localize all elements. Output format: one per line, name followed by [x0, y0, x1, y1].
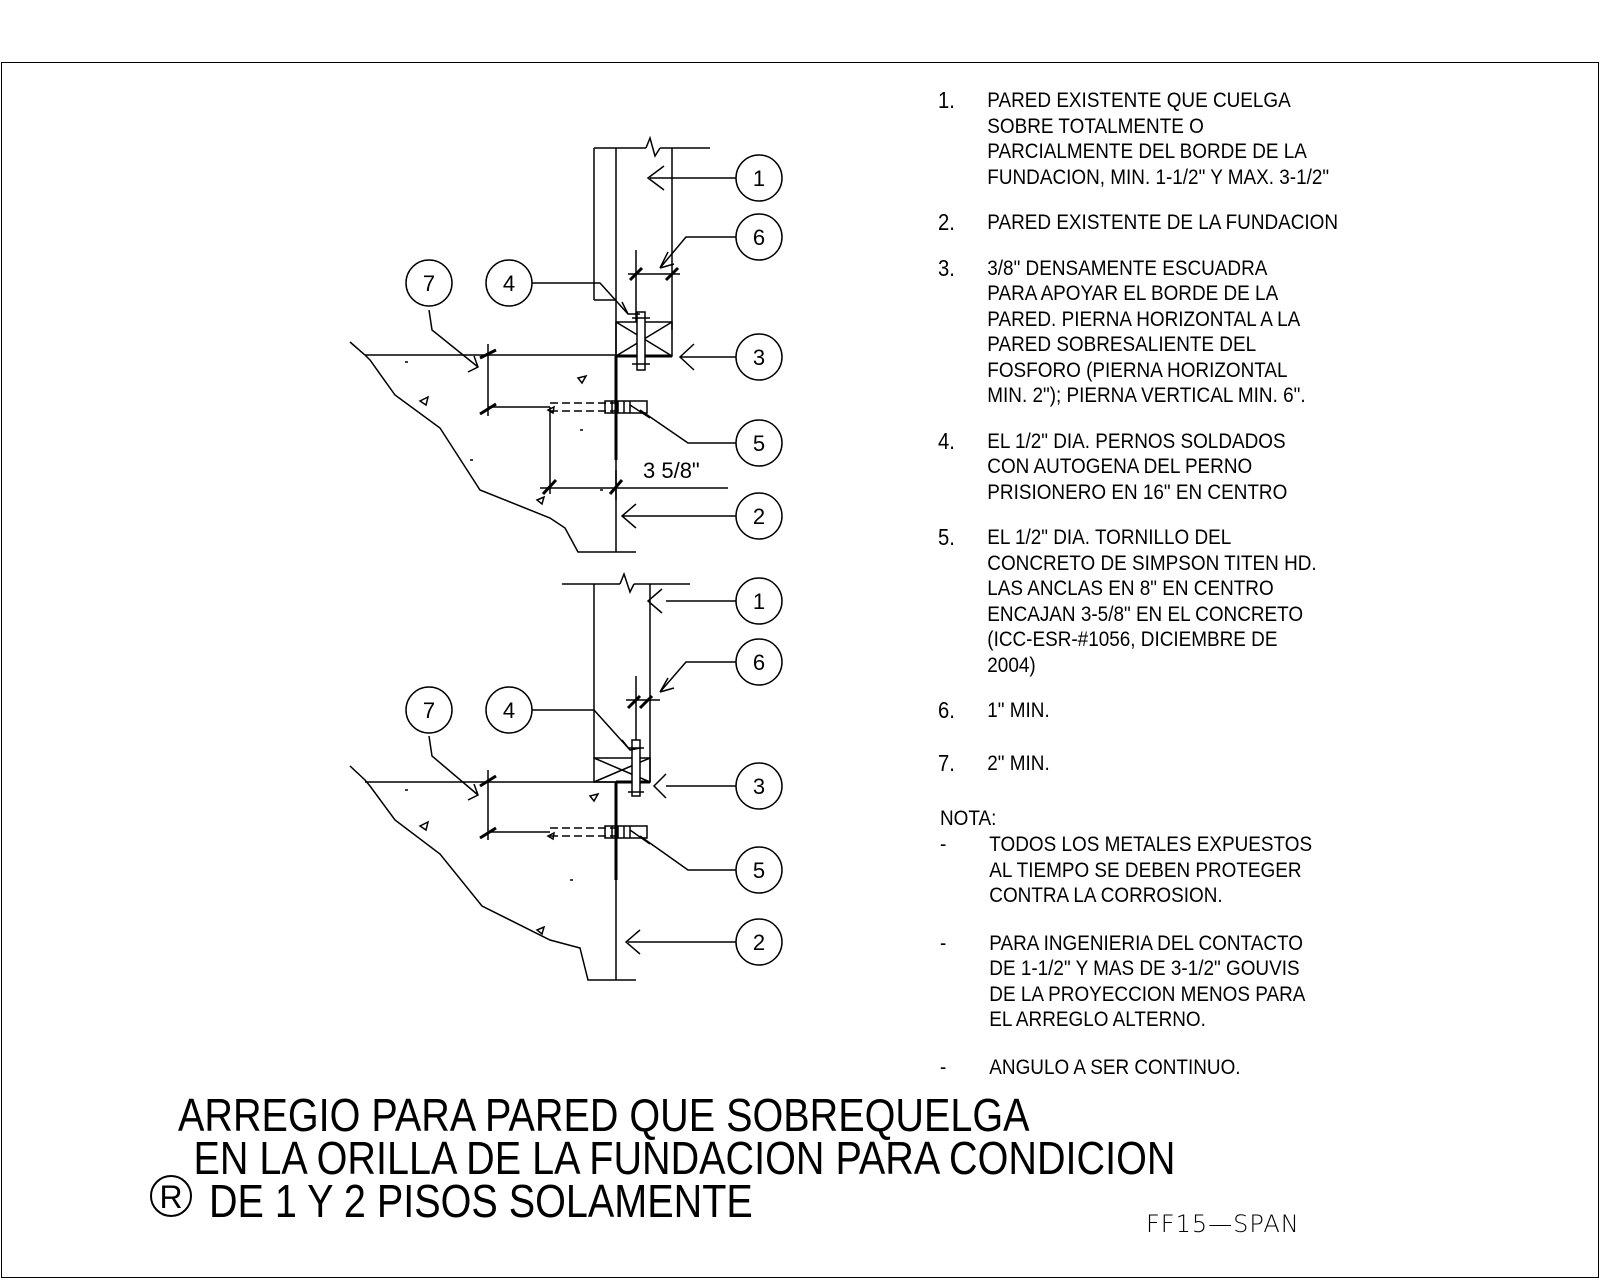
callout-5-lower: 5 [753, 858, 765, 883]
callout-7-lower: 7 [423, 698, 435, 723]
drawing-id: FF15—SPAN [1146, 1210, 1300, 1238]
nota-item: - PARA INGENIERIA DEL CONTACTO DE 1-1/2"… [940, 931, 1486, 1033]
nota-text: PARA INGENIERIA DEL CONTACTO DE 1-1/2" Y… [989, 930, 1306, 1032]
sheet-border [1, 62, 1599, 1278]
title-line-3: DE 1 Y 2 PISOS SOLAMENTE [208, 1175, 753, 1227]
nota-item: - ANGULO A SER CONTINUO. [940, 1055, 1486, 1081]
callout-2-upper: 2 [753, 504, 765, 529]
nota-dash: - [940, 930, 947, 955]
note-text: EL 1/2" DIA. TORNILLO DEL CONCRETO DE SI… [987, 525, 1317, 677]
callout-6-lower: 6 [753, 650, 765, 675]
note-2: 2. PARED EXISTENTE DE LA FUNDACION [938, 209, 1501, 236]
note-number: 2. [938, 209, 955, 235]
note-text: 3/8" DENSAMENTE ESCUADRA PARA APOYAR EL … [987, 255, 1306, 408]
notes-list: 1. PARED EXISTENTE QUE CUELGA SOBRE TOTA… [938, 87, 1501, 777]
note-text: PARED EXISTENTE QUE CUELGA SOBRE TOTALME… [987, 88, 1330, 189]
drawing-title: ARREGIO PARA PARED QUE SOBREQUELGA EN LA… [178, 1089, 1176, 1227]
note-text: 2" MIN. [987, 750, 1050, 775]
nota-dash: - [940, 1054, 947, 1079]
foundation-outline-lower [349, 765, 636, 981]
note-number: 1. [938, 87, 955, 113]
note-5: 5. EL 1/2" DIA. TORNILLO DEL CONCRETO DE… [938, 524, 1501, 678]
foundation-outline-upper [349, 341, 636, 553]
callout-5-upper: 5 [753, 431, 765, 456]
callout-1-upper: 1 [753, 166, 765, 191]
note-3: 3. 3/8" DENSAMENTE ESCUADRA PARA APOYAR … [938, 254, 1501, 409]
note-number: 4. [938, 427, 955, 454]
callout-7-upper: 7 [423, 271, 435, 296]
title-line-1: ARREGIO PARA PARED QUE SOBREQUELGA [178, 1089, 1030, 1141]
note-text: PARED EXISTENTE DE LA FUNDACION [987, 210, 1339, 234]
lower-detail [349, 571, 783, 981]
callout-1-lower: 1 [753, 589, 765, 614]
callout-3-upper: 3 [753, 345, 765, 370]
nota-dash: - [940, 832, 947, 856]
nota-text: TODOS LOS METALES EXPUESTOS AL TIEMPO SE… [989, 832, 1313, 907]
note-number: 6. [938, 697, 955, 723]
note-text: EL 1/2" DIA. PERNOS SOLDADOS CON AUTOGEN… [987, 428, 1288, 504]
dimension-3-5-8: 3 5/8" [643, 458, 700, 483]
callout-4-lower: 4 [503, 698, 515, 723]
note-number: 7. [938, 749, 955, 776]
note-number: 5. [938, 524, 955, 550]
upper-detail [349, 135, 783, 553]
note-4: 4. EL 1/2" DIA. PERNOS SOLDADOS CON AUTO… [938, 427, 1501, 506]
callout-3-lower: 3 [753, 774, 765, 799]
note-number: 3. [938, 254, 955, 281]
title-line-2: EN LA ORILLA DE LA FUNDACION PARA CONDIC… [193, 1132, 1176, 1184]
nota-text: ANGULO A SER CONTINUO. [989, 1054, 1241, 1079]
callout-6-upper: 6 [753, 225, 765, 250]
callout-2-lower: 2 [753, 930, 765, 955]
revision-mark: R [150, 1175, 192, 1217]
note-1: 1. PARED EXISTENTE QUE CUELGA SOBRE TOTA… [938, 87, 1501, 190]
nota-item: - TODOS LOS METALES EXPUESTOS AL TIEMPO … [940, 832, 1486, 909]
callout-4-upper: 4 [503, 271, 515, 296]
nota-label: NOTA: [940, 806, 997, 830]
note-7: 7. 2" MIN. [938, 749, 1501, 777]
nota-list: - TODOS LOS METALES EXPUESTOS AL TIEMPO … [940, 832, 1486, 1102]
note-text: 1" MIN. [987, 698, 1050, 722]
note-6: 6. 1" MIN. [938, 697, 1501, 724]
